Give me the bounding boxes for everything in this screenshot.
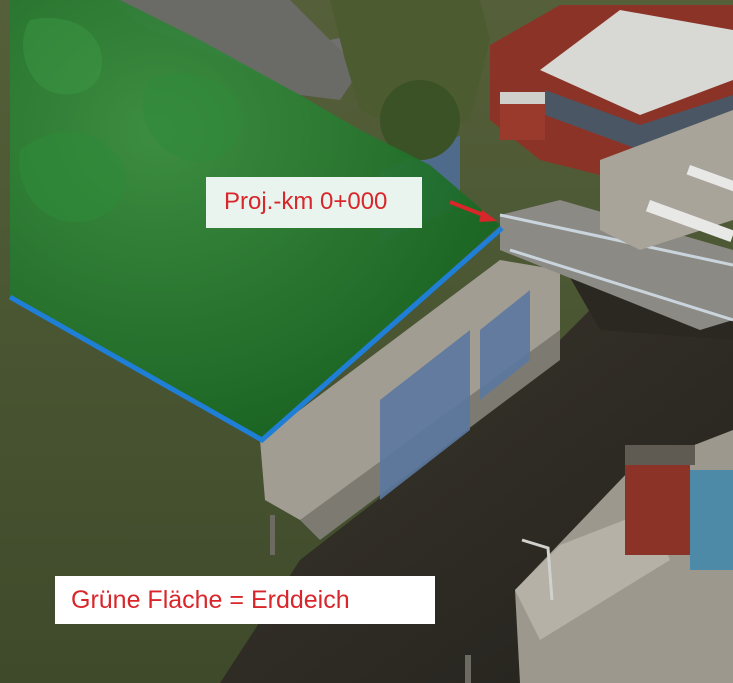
bridge-railing-lower xyxy=(509,248,733,322)
machine-house xyxy=(600,110,733,250)
dike-tree-texture xyxy=(19,131,126,222)
building-annex-roof xyxy=(500,92,545,104)
white-pipe xyxy=(645,200,733,243)
dike-tree-texture-3 xyxy=(23,18,102,95)
paved-road xyxy=(110,0,360,100)
tree-right xyxy=(380,80,460,160)
road-bridge xyxy=(500,200,733,330)
pointer-arrow-head xyxy=(479,210,497,222)
control-building-roof xyxy=(540,10,733,115)
gate-structure-2 xyxy=(480,290,530,400)
pointer-arrow-line xyxy=(449,200,487,218)
lamp-post xyxy=(521,538,554,601)
dike-boundary-line xyxy=(8,226,504,444)
gate-structure xyxy=(380,330,470,500)
white-pipe-2 xyxy=(686,165,733,195)
foreground-pole-2 xyxy=(270,515,275,555)
building-annex xyxy=(500,100,545,140)
pier-blue-panel xyxy=(690,470,733,570)
project-km-label: Proj.-km 0+000 xyxy=(206,177,422,228)
legend-label: Grüne Fläche = Erddeich xyxy=(55,576,435,624)
dike-tree-texture-2 xyxy=(143,73,242,162)
pier-brick-house-roof xyxy=(625,445,695,465)
pier-brick-house xyxy=(625,460,690,555)
foreground-pole xyxy=(465,655,471,683)
control-building-windows xyxy=(545,90,733,150)
bridge-railing xyxy=(499,213,733,267)
